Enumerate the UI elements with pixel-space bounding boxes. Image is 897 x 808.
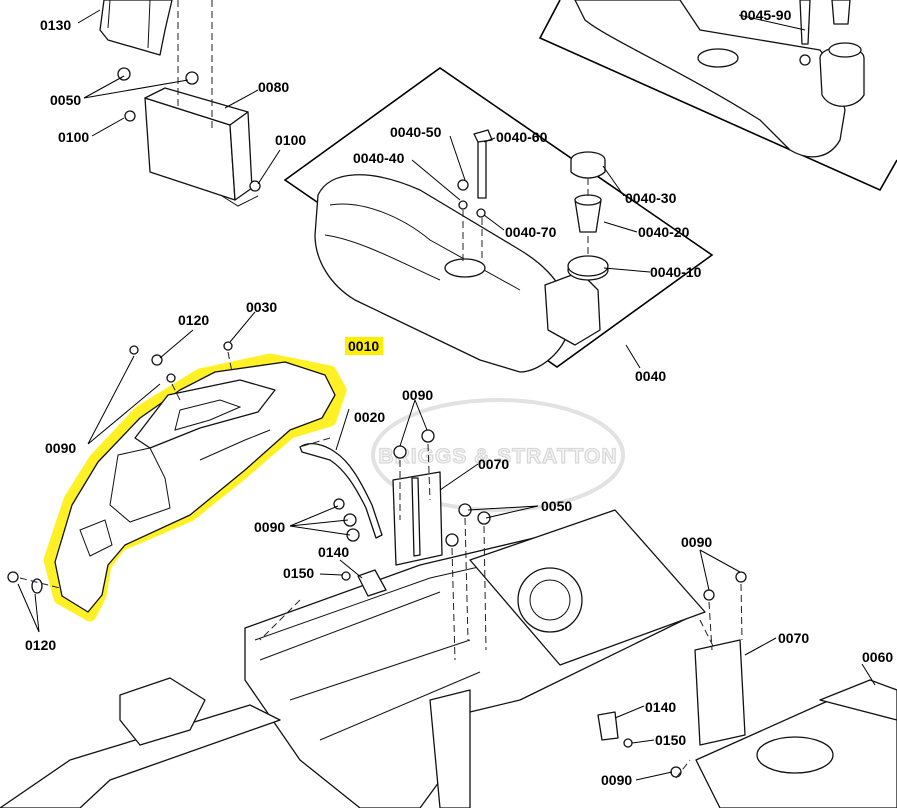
brackets-and-rod (299, 429, 897, 808)
callout-0140: 0140 (645, 699, 676, 715)
callout-0080: 0080 (258, 79, 289, 95)
callout-0040-30: 0040-30 (625, 190, 677, 206)
callout-0120: 0120 (25, 637, 56, 653)
callout-0150: 0150 (283, 565, 314, 581)
callout-0030: 0030 (246, 299, 277, 315)
callout-0040-60: 0040-60 (496, 129, 548, 145)
callout-0120: 0120 (178, 312, 209, 328)
callout-0040-70: 0040-70 (505, 224, 557, 240)
callout-0100: 0100 (58, 129, 89, 145)
callout-0040-50: 0040-50 (390, 124, 442, 140)
dash-panel-0010 (7, 341, 347, 622)
callout-0060: 0060 (862, 649, 893, 665)
callout-0040-10: 0040-10 (650, 264, 702, 280)
callout-0050: 0050 (541, 498, 572, 514)
callout-0100: 0100 (275, 132, 306, 148)
callout-0010: 0010 (348, 338, 379, 354)
callout-0050: 0050 (50, 92, 81, 108)
callout-0090: 0090 (601, 772, 632, 788)
part-callouts: 0130 0050 0080 0100 0100 0045-90 0040-50… (25, 7, 893, 788)
callout-0090: 0090 (45, 440, 76, 456)
callout-0090: 0090 (402, 387, 433, 403)
fuel-tank-assembly-0045 (538, 0, 897, 192)
fuel-tank-assembly-0040 (283, 67, 714, 373)
callout-0045-90: 0045-90 (740, 7, 792, 23)
callout-0040-40: 0040-40 (353, 150, 405, 166)
callout-0130: 0130 (40, 17, 71, 33)
brand-watermark: BRIGGS & STRATTON (371, 398, 625, 512)
callout-0090: 0090 (681, 534, 712, 550)
callout-0090: 0090 (254, 519, 285, 535)
callout-0020: 0020 (354, 409, 385, 425)
callout-0140: 0140 (318, 544, 349, 560)
leader-lines (17, 9, 876, 781)
callout-0070: 0070 (478, 456, 509, 472)
watermark-text: BRIGGS & STRATTON (378, 445, 617, 468)
callout-0070: 0070 (778, 630, 809, 646)
callout-0040-20: 0040-20 (638, 224, 690, 240)
callout-0040: 0040 (635, 368, 666, 384)
callout-0150: 0150 (655, 732, 686, 748)
bracket-0080 (99, 0, 261, 207)
chassis-frame (0, 509, 741, 808)
callout-0010-highlight (345, 337, 383, 355)
